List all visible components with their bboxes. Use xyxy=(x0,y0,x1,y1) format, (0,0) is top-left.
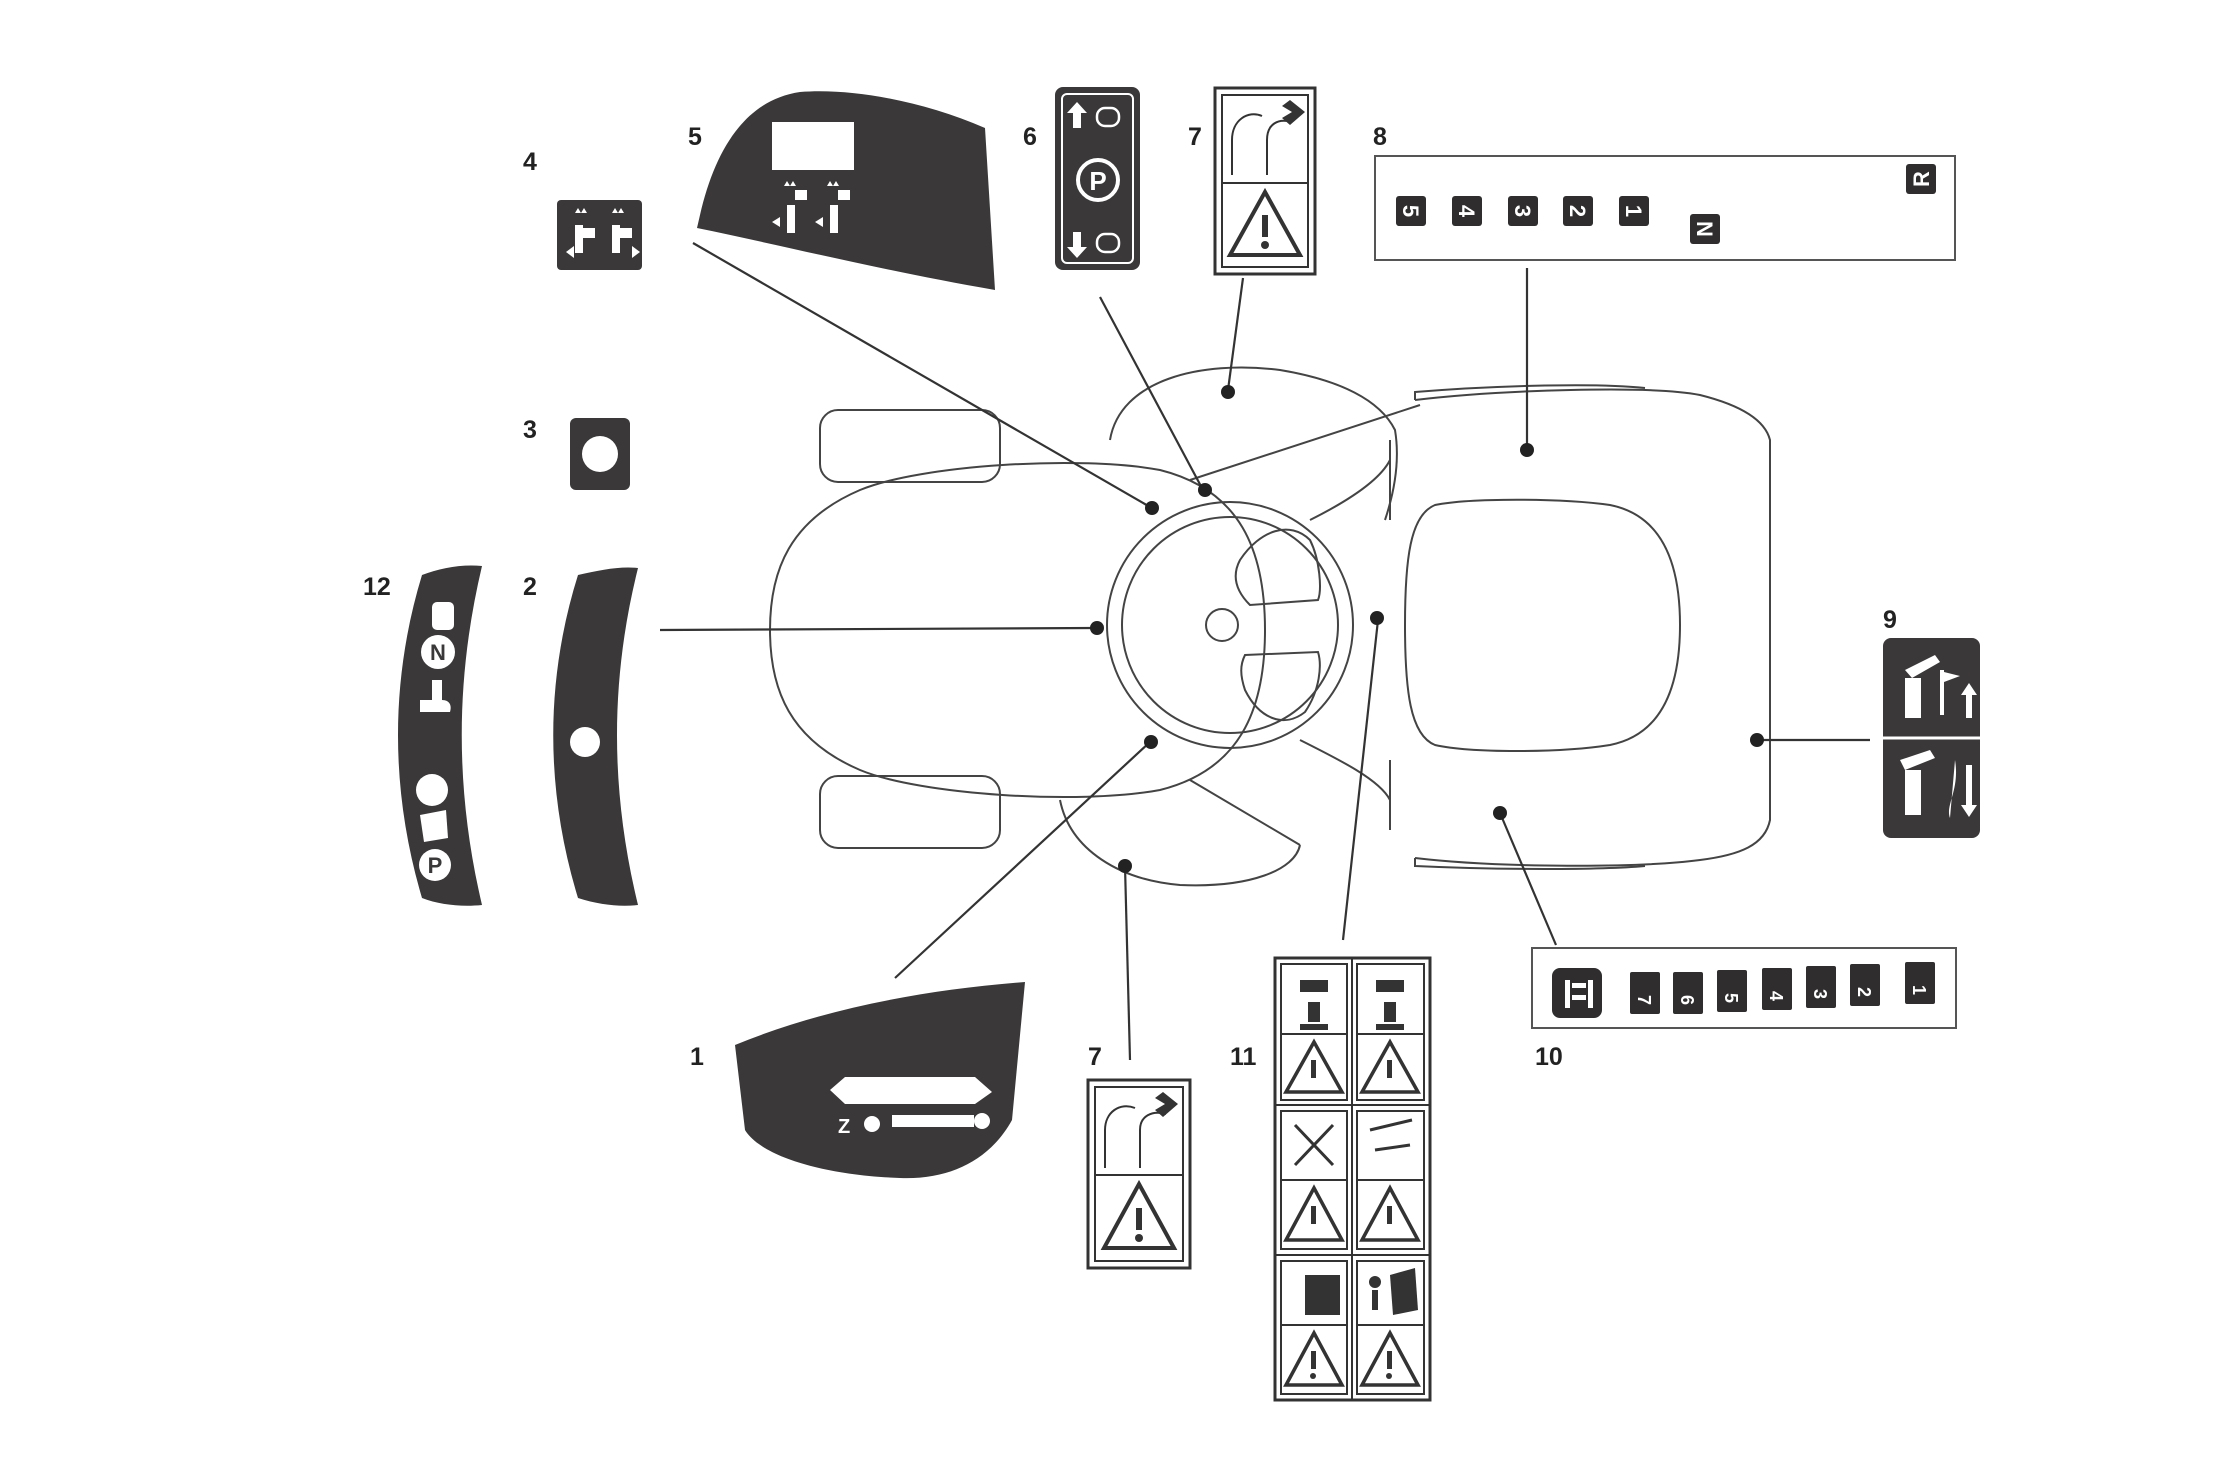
leader-lines xyxy=(659,242,1870,1061)
callout-4: 4 xyxy=(523,148,537,176)
gear-neutral: N xyxy=(1692,221,1717,237)
steering-spokes xyxy=(1234,528,1321,721)
svg-text:Z: Z xyxy=(838,1116,850,1138)
speed-keys: 7 6 5 4 3 2 1 xyxy=(1630,962,1935,1014)
speed-4: 4 xyxy=(1766,991,1786,1001)
speed-2: 2 xyxy=(1854,987,1874,997)
decal-7-bottom xyxy=(1086,1078,1192,1270)
decal-1: Z xyxy=(735,982,1025,1179)
gear-4: 4 xyxy=(1454,205,1479,218)
callout-7-bottom: 7 xyxy=(1088,1043,1102,1071)
gear-5: 5 xyxy=(1398,205,1423,217)
steering-wheel-inner xyxy=(1121,516,1339,734)
park-symbol: P xyxy=(428,853,443,878)
decal-10: 7 6 5 4 3 2 1 xyxy=(1531,947,1957,1029)
rear-body-fenders xyxy=(1414,384,1646,870)
callout-2: 2 xyxy=(523,573,537,601)
decal-11 xyxy=(1273,956,1432,1402)
front-wheel-lower xyxy=(819,775,1001,849)
gear-1: 1 xyxy=(1621,205,1646,217)
callout-7-top: 7 xyxy=(1188,123,1202,151)
body-lines xyxy=(1189,404,1421,846)
callout-9: 9 xyxy=(1883,606,1897,634)
decal-6: P xyxy=(1055,87,1140,270)
rear-body xyxy=(1414,388,1771,867)
front-wheel-upper xyxy=(819,409,1001,483)
speed-7: 7 xyxy=(1634,995,1654,1005)
callout-10: 10 xyxy=(1535,1043,1563,1071)
mower-outline xyxy=(768,366,1771,887)
neutral-symbol: N xyxy=(430,640,446,665)
decal-8: 5 4 3 2 1 N R xyxy=(1374,155,1956,261)
gear-reverse: R xyxy=(1909,171,1934,187)
decal-9 xyxy=(1883,638,1980,838)
speed-6: 6 xyxy=(1677,995,1697,1005)
decal-7-top xyxy=(1213,86,1317,276)
speed-3: 3 xyxy=(1810,989,1830,999)
callout-11: 11 xyxy=(1230,1043,1257,1071)
fender-upper xyxy=(1109,366,1398,521)
callout-3: 3 xyxy=(523,416,537,444)
fender-lower xyxy=(1059,799,1301,887)
parking-symbol: P xyxy=(1089,166,1106,196)
callout-numbers: 1 2 3 4 5 6 7 7 8 9 10 11 12 xyxy=(363,123,1897,1071)
decal-3 xyxy=(570,418,630,490)
decal-4 xyxy=(557,200,642,270)
steering-hub xyxy=(1205,608,1239,642)
decal-2 xyxy=(553,567,638,906)
callout-1: 1 xyxy=(690,1043,704,1071)
hood xyxy=(768,461,1267,799)
callout-5: 5 xyxy=(688,123,702,151)
callout-12: 12 xyxy=(363,573,391,601)
gear-keys: 5 4 3 2 1 N R xyxy=(1396,164,1936,244)
leader-dots xyxy=(1090,385,1764,873)
steering-wheel-outer xyxy=(1106,501,1354,749)
seat xyxy=(1403,498,1682,752)
decal-5 xyxy=(697,91,995,290)
gear-2: 2 xyxy=(1565,205,1590,217)
callout-8: 8 xyxy=(1373,123,1387,151)
speed-5: 5 xyxy=(1721,993,1741,1003)
gear-3: 3 xyxy=(1510,205,1535,217)
speed-1: 1 xyxy=(1909,985,1929,995)
callout-6: 6 xyxy=(1023,123,1037,151)
decal-12: N P xyxy=(398,565,482,906)
